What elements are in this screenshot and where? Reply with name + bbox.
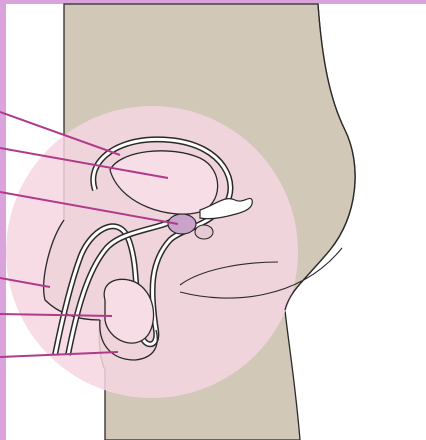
small-gland: [195, 225, 213, 239]
prostate: [168, 214, 196, 234]
